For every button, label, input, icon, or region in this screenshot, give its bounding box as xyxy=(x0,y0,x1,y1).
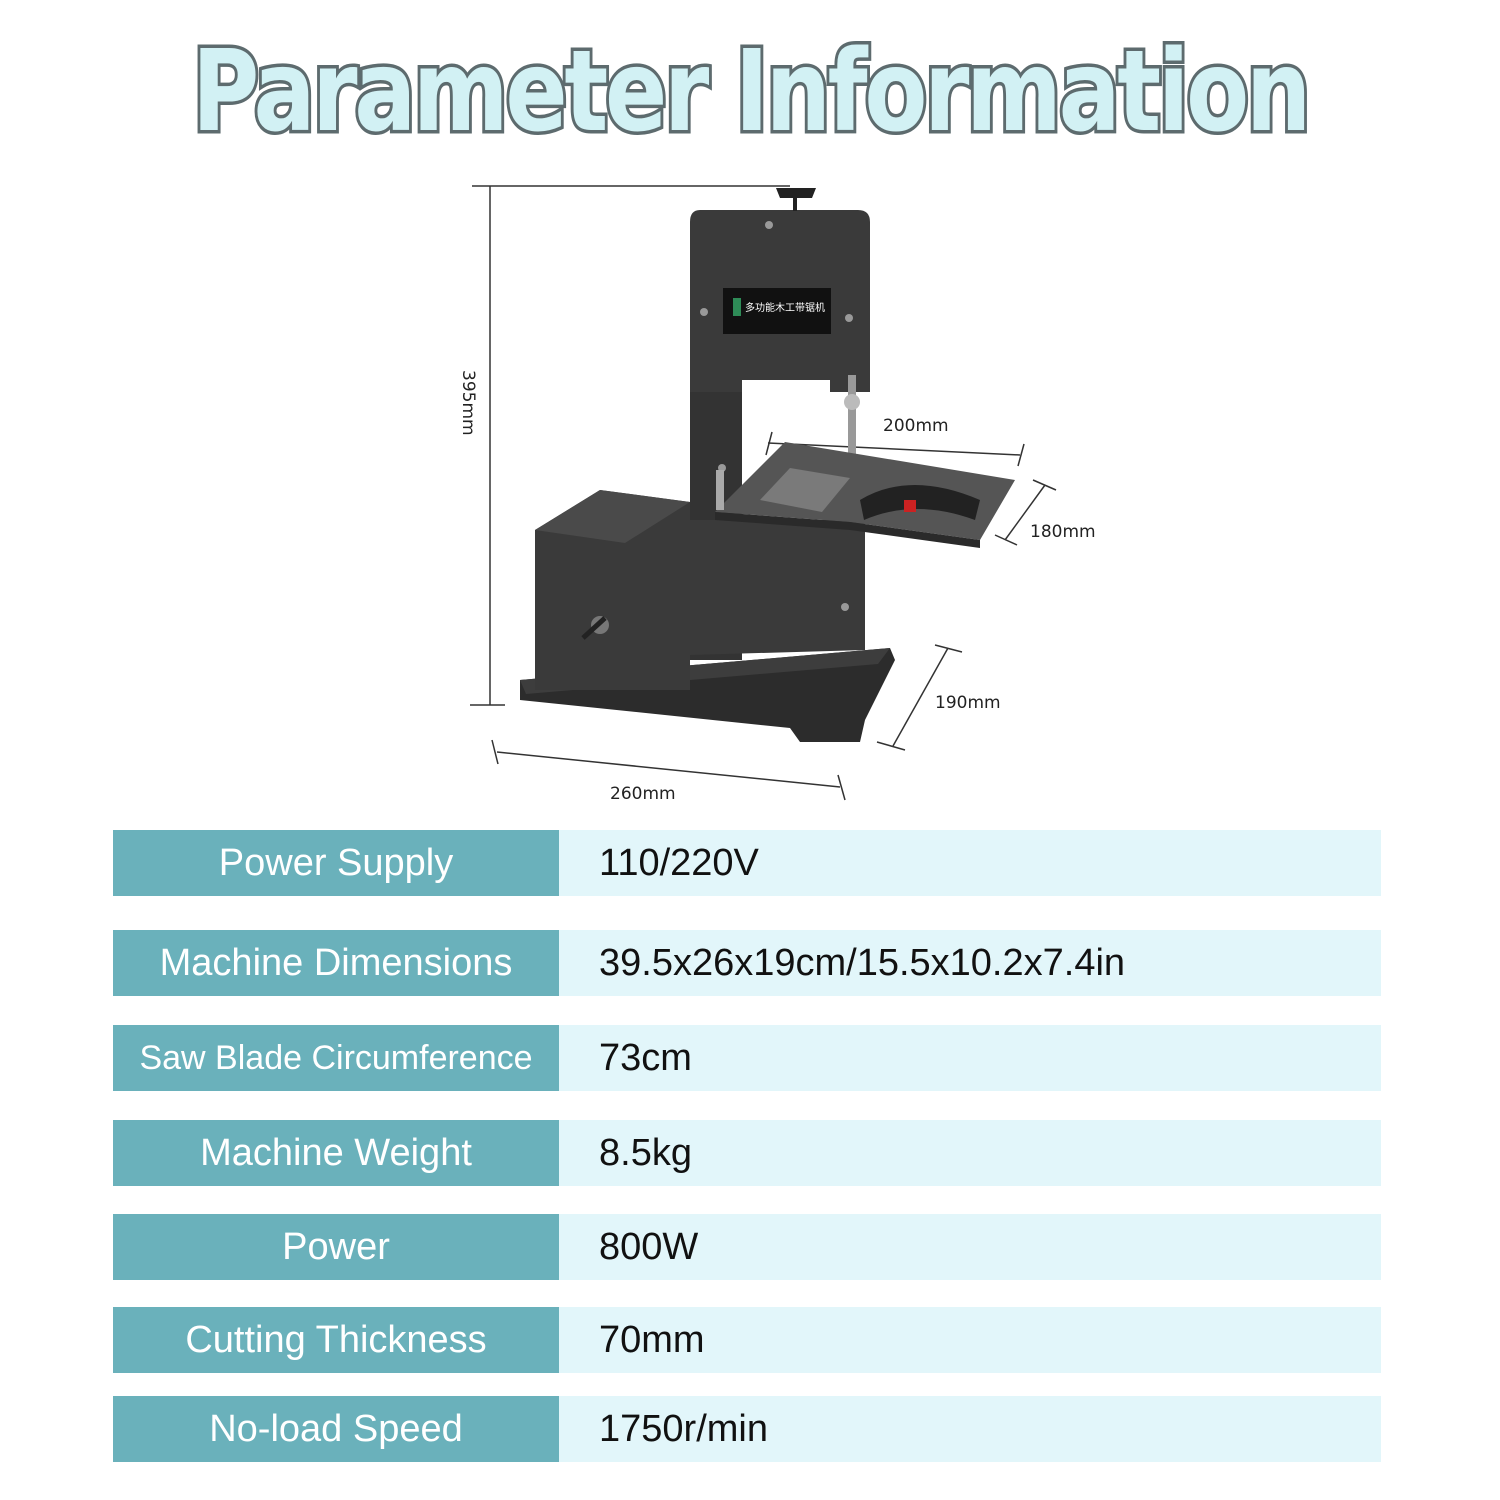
spec-value: 110/220V xyxy=(559,830,1381,896)
base-width-dimension-line xyxy=(491,739,846,801)
spec-row-power-supply: Power Supply 110/220V xyxy=(113,830,1381,896)
spec-label: Saw Blade Circumference xyxy=(113,1025,559,1091)
table-width-dimension-line xyxy=(765,431,1025,467)
spec-value: 39.5x26x19cm/15.5x10.2x7.4in xyxy=(559,930,1381,996)
spec-row-cutting-thickness: Cutting Thickness 70mm xyxy=(113,1307,1381,1373)
spec-value: 70mm xyxy=(559,1307,1381,1373)
spec-label: Machine Dimensions xyxy=(113,930,559,996)
band-saw-illustration: 多功能木工带锯机 xyxy=(470,185,1057,801)
brand-plate-text: 多功能木工带锯机 xyxy=(745,301,825,314)
spec-row-machine-dimensions: Machine Dimensions 39.5x26x19cm/15.5x10.… xyxy=(113,930,1381,996)
machine-base xyxy=(520,648,895,742)
work-table xyxy=(715,442,1015,540)
height-dimension-line xyxy=(470,185,790,706)
spec-row-power: Power 800W xyxy=(113,1214,1381,1280)
table-depth-dimension-line xyxy=(994,479,1057,546)
spec-row-no-load-speed: No-load Speed 1750r/min xyxy=(113,1396,1381,1462)
spec-value: 73cm xyxy=(559,1025,1381,1091)
base-depth-dimension-label: 190mm xyxy=(935,693,1001,713)
table-width-dimension-label: 200mm xyxy=(883,416,949,436)
spec-label: No-load Speed xyxy=(113,1396,559,1462)
spec-value: 1750r/min xyxy=(559,1396,1381,1462)
spec-value: 800W xyxy=(559,1214,1381,1280)
angle-protractor xyxy=(860,485,980,520)
height-dimension-label: 395mm xyxy=(458,370,478,436)
page-title: Parameter Information xyxy=(189,24,1314,161)
spec-value: 8.5kg xyxy=(559,1120,1381,1186)
table-depth-dimension-label: 180mm xyxy=(1030,522,1096,542)
spec-label: Power xyxy=(113,1214,559,1280)
spec-row-machine-weight: Machine Weight 8.5kg xyxy=(113,1120,1381,1186)
spec-label: Machine Weight xyxy=(113,1120,559,1186)
base-depth-dimension-line xyxy=(876,644,963,751)
base-width-dimension-label: 260mm xyxy=(610,784,676,804)
spec-label: Power Supply xyxy=(113,830,559,896)
motor-box xyxy=(535,490,690,690)
spec-row-saw-blade-circumference: Saw Blade Circumference 73cm xyxy=(113,1025,1381,1091)
spec-label: Cutting Thickness xyxy=(113,1307,559,1373)
